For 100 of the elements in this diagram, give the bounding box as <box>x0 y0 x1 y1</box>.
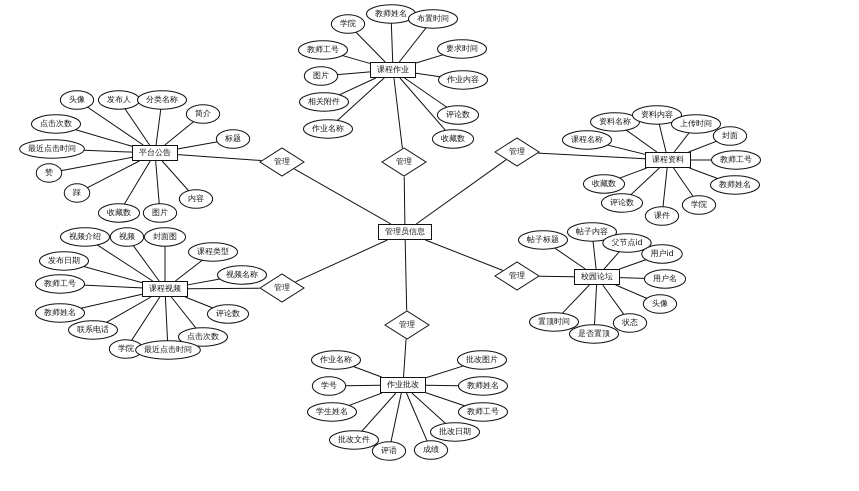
attribute-ellipse: 图片 <box>143 203 177 223</box>
connector-line <box>606 144 646 155</box>
entity-box: 课程视频 <box>142 281 188 297</box>
attribute-ellipse: 用户id <box>641 244 683 264</box>
attribute-ellipse: 评论数 <box>207 304 249 324</box>
attribute-ellipse: 内容 <box>179 189 213 209</box>
attribute-ellipse: 视频名称 <box>217 265 267 285</box>
attribute-ellipse: 封面图 <box>144 227 186 247</box>
connector-line <box>630 168 660 196</box>
connector-line <box>604 251 620 270</box>
attribute-ellipse: 评论数 <box>437 105 479 125</box>
connector-line <box>178 141 218 150</box>
connector-line <box>132 245 160 282</box>
connector-line <box>626 130 658 152</box>
attribute-ellipse: 课件 <box>645 206 679 226</box>
attribute-ellipse: 批改图片 <box>457 350 507 370</box>
connector-line <box>188 288 260 290</box>
entity-box: 作业批改 <box>380 377 426 393</box>
connector-line <box>295 240 388 282</box>
connector-line <box>416 159 507 224</box>
connector-line <box>662 168 668 208</box>
attribute-ellipse: 置顶时间 <box>529 312 579 332</box>
attribute-ellipse: 批改文件 <box>329 430 379 450</box>
attribute-ellipse: 教师姓名 <box>710 175 760 195</box>
attribute-ellipse: 视频介绍 <box>60 227 110 247</box>
connector-line <box>619 259 647 270</box>
connector-line <box>338 78 376 96</box>
attribute-ellipse: 发布日期 <box>39 251 89 271</box>
connector-line <box>658 124 667 152</box>
connector-line <box>403 338 407 378</box>
connector-line <box>426 384 460 386</box>
connector-line <box>426 365 464 378</box>
connector-line <box>294 168 392 224</box>
attribute-ellipse: 最近点击时间 <box>19 139 85 159</box>
attribute-ellipse: 标题 <box>216 129 250 149</box>
connector-line <box>170 296 196 329</box>
connector-line <box>84 284 142 288</box>
connector-line <box>178 154 262 162</box>
connector-line <box>164 121 194 146</box>
attribute-ellipse: 帖子标题 <box>518 230 568 250</box>
attribute-ellipse: 最近点击时间 <box>135 340 201 360</box>
entity-box: 校园论坛 <box>574 269 620 285</box>
attribute-ellipse: 学号 <box>312 376 346 396</box>
attribute-ellipse: 用户名 <box>644 269 686 289</box>
connector-line <box>592 240 597 270</box>
connector-line <box>594 284 598 326</box>
connector-line <box>155 160 160 204</box>
connector-line <box>361 392 396 432</box>
connector-line <box>106 296 152 323</box>
attribute-ellipse: 教师工号 <box>298 40 348 60</box>
attribute-ellipse: 评语 <box>372 441 406 461</box>
attribute-ellipse: 点击次数 <box>31 114 81 134</box>
entity-box: 课程作业 <box>370 62 416 78</box>
connector-line <box>345 384 380 386</box>
connector-line <box>424 240 504 271</box>
entity-box: 管理员信息 <box>378 224 432 240</box>
attribute-ellipse: 视频 <box>110 227 144 247</box>
connector-line <box>398 27 427 62</box>
connector-line <box>60 156 132 172</box>
connector-line <box>184 296 214 308</box>
connector-line <box>404 240 408 311</box>
attribute-ellipse: 简介 <box>186 104 220 124</box>
attribute-ellipse: 成绩 <box>414 440 448 460</box>
relationship-diamond: 管理 <box>259 147 305 177</box>
entity-box: 平台公告 <box>132 145 178 161</box>
attribute-ellipse: 发布人 <box>98 90 140 110</box>
connector-line <box>393 78 403 149</box>
attribute-ellipse: 分类名称 <box>137 90 187 110</box>
connector-line <box>352 366 382 378</box>
attribute-ellipse: 收藏数 <box>583 174 625 194</box>
connector-line <box>673 168 694 197</box>
connector-line <box>83 266 142 284</box>
connector-line <box>404 176 406 224</box>
connector-line <box>390 22 394 62</box>
connector-line <box>554 248 586 270</box>
attribute-ellipse: 教师工号 <box>711 150 761 170</box>
connector-line <box>562 284 590 314</box>
connector-line <box>615 284 648 299</box>
attribute-ellipse: 作业内容 <box>438 70 488 90</box>
connector-line <box>399 78 446 131</box>
connector-line <box>74 129 132 147</box>
attribute-ellipse: 图片 <box>304 66 338 86</box>
relationship-diamond: 管理 <box>384 310 430 340</box>
connector-line <box>602 284 624 315</box>
relationship-diamond: 管理 <box>381 147 427 177</box>
attribute-ellipse: 收藏数 <box>98 203 140 223</box>
connector-line <box>87 106 144 146</box>
attribute-ellipse: 课程类型 <box>188 242 238 262</box>
attribute-ellipse: 联系电话 <box>68 320 118 340</box>
attribute-ellipse: 教师姓名 <box>458 376 508 396</box>
connector-line <box>131 296 160 341</box>
connector-line <box>355 32 386 62</box>
attribute-ellipse: 作业名称 <box>303 119 353 139</box>
attribute-ellipse: 赞 <box>36 163 62 183</box>
connector-line <box>348 392 382 406</box>
attribute-ellipse: 封面 <box>713 126 747 146</box>
connector-line <box>86 160 140 188</box>
connector-line <box>390 392 402 442</box>
connector-line <box>538 152 646 160</box>
connector-line <box>406 392 428 442</box>
